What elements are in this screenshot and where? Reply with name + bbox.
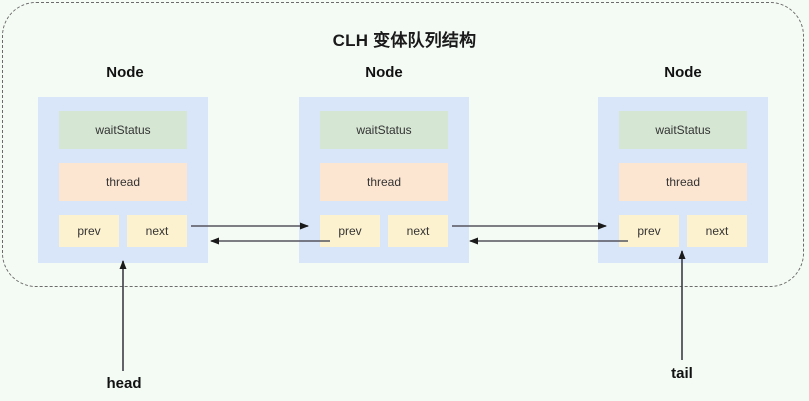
field-prev-1: prev bbox=[59, 215, 119, 247]
field-thread-3: thread bbox=[619, 163, 747, 201]
pointer-row-2: prev next bbox=[320, 215, 448, 247]
field-prev-2: prev bbox=[320, 215, 380, 247]
node-fields-3: waitStatus thread prev next bbox=[619, 111, 747, 247]
pointer-row-1: prev next bbox=[59, 215, 187, 247]
head-label: head bbox=[106, 375, 142, 392]
node-fields-2: waitStatus thread prev next bbox=[320, 111, 448, 247]
field-waitstatus-1: waitStatus bbox=[59, 111, 187, 149]
node-fields-1: waitStatus thread prev next bbox=[59, 111, 187, 247]
field-next-2: next bbox=[388, 215, 448, 247]
field-thread-2: thread bbox=[320, 163, 448, 201]
node-box-3: waitStatus thread prev next bbox=[598, 97, 768, 263]
field-waitstatus-3: waitStatus bbox=[619, 111, 747, 149]
page-title: CLH 变体队列结构 bbox=[332, 31, 477, 50]
node-box-2: waitStatus thread prev next bbox=[299, 97, 469, 263]
pointer-row-3: prev next bbox=[619, 215, 747, 247]
field-next-1: next bbox=[127, 215, 187, 247]
node-label-3: Node bbox=[664, 64, 702, 81]
node-label-2: Node bbox=[365, 64, 403, 81]
field-prev-3: prev bbox=[619, 215, 679, 247]
node-label-1: Node bbox=[106, 64, 144, 81]
field-waitstatus-2: waitStatus bbox=[320, 111, 448, 149]
field-next-3: next bbox=[687, 215, 747, 247]
field-thread-1: thread bbox=[59, 163, 187, 201]
node-box-1: waitStatus thread prev next bbox=[38, 97, 208, 263]
tail-label: tail bbox=[671, 365, 693, 382]
